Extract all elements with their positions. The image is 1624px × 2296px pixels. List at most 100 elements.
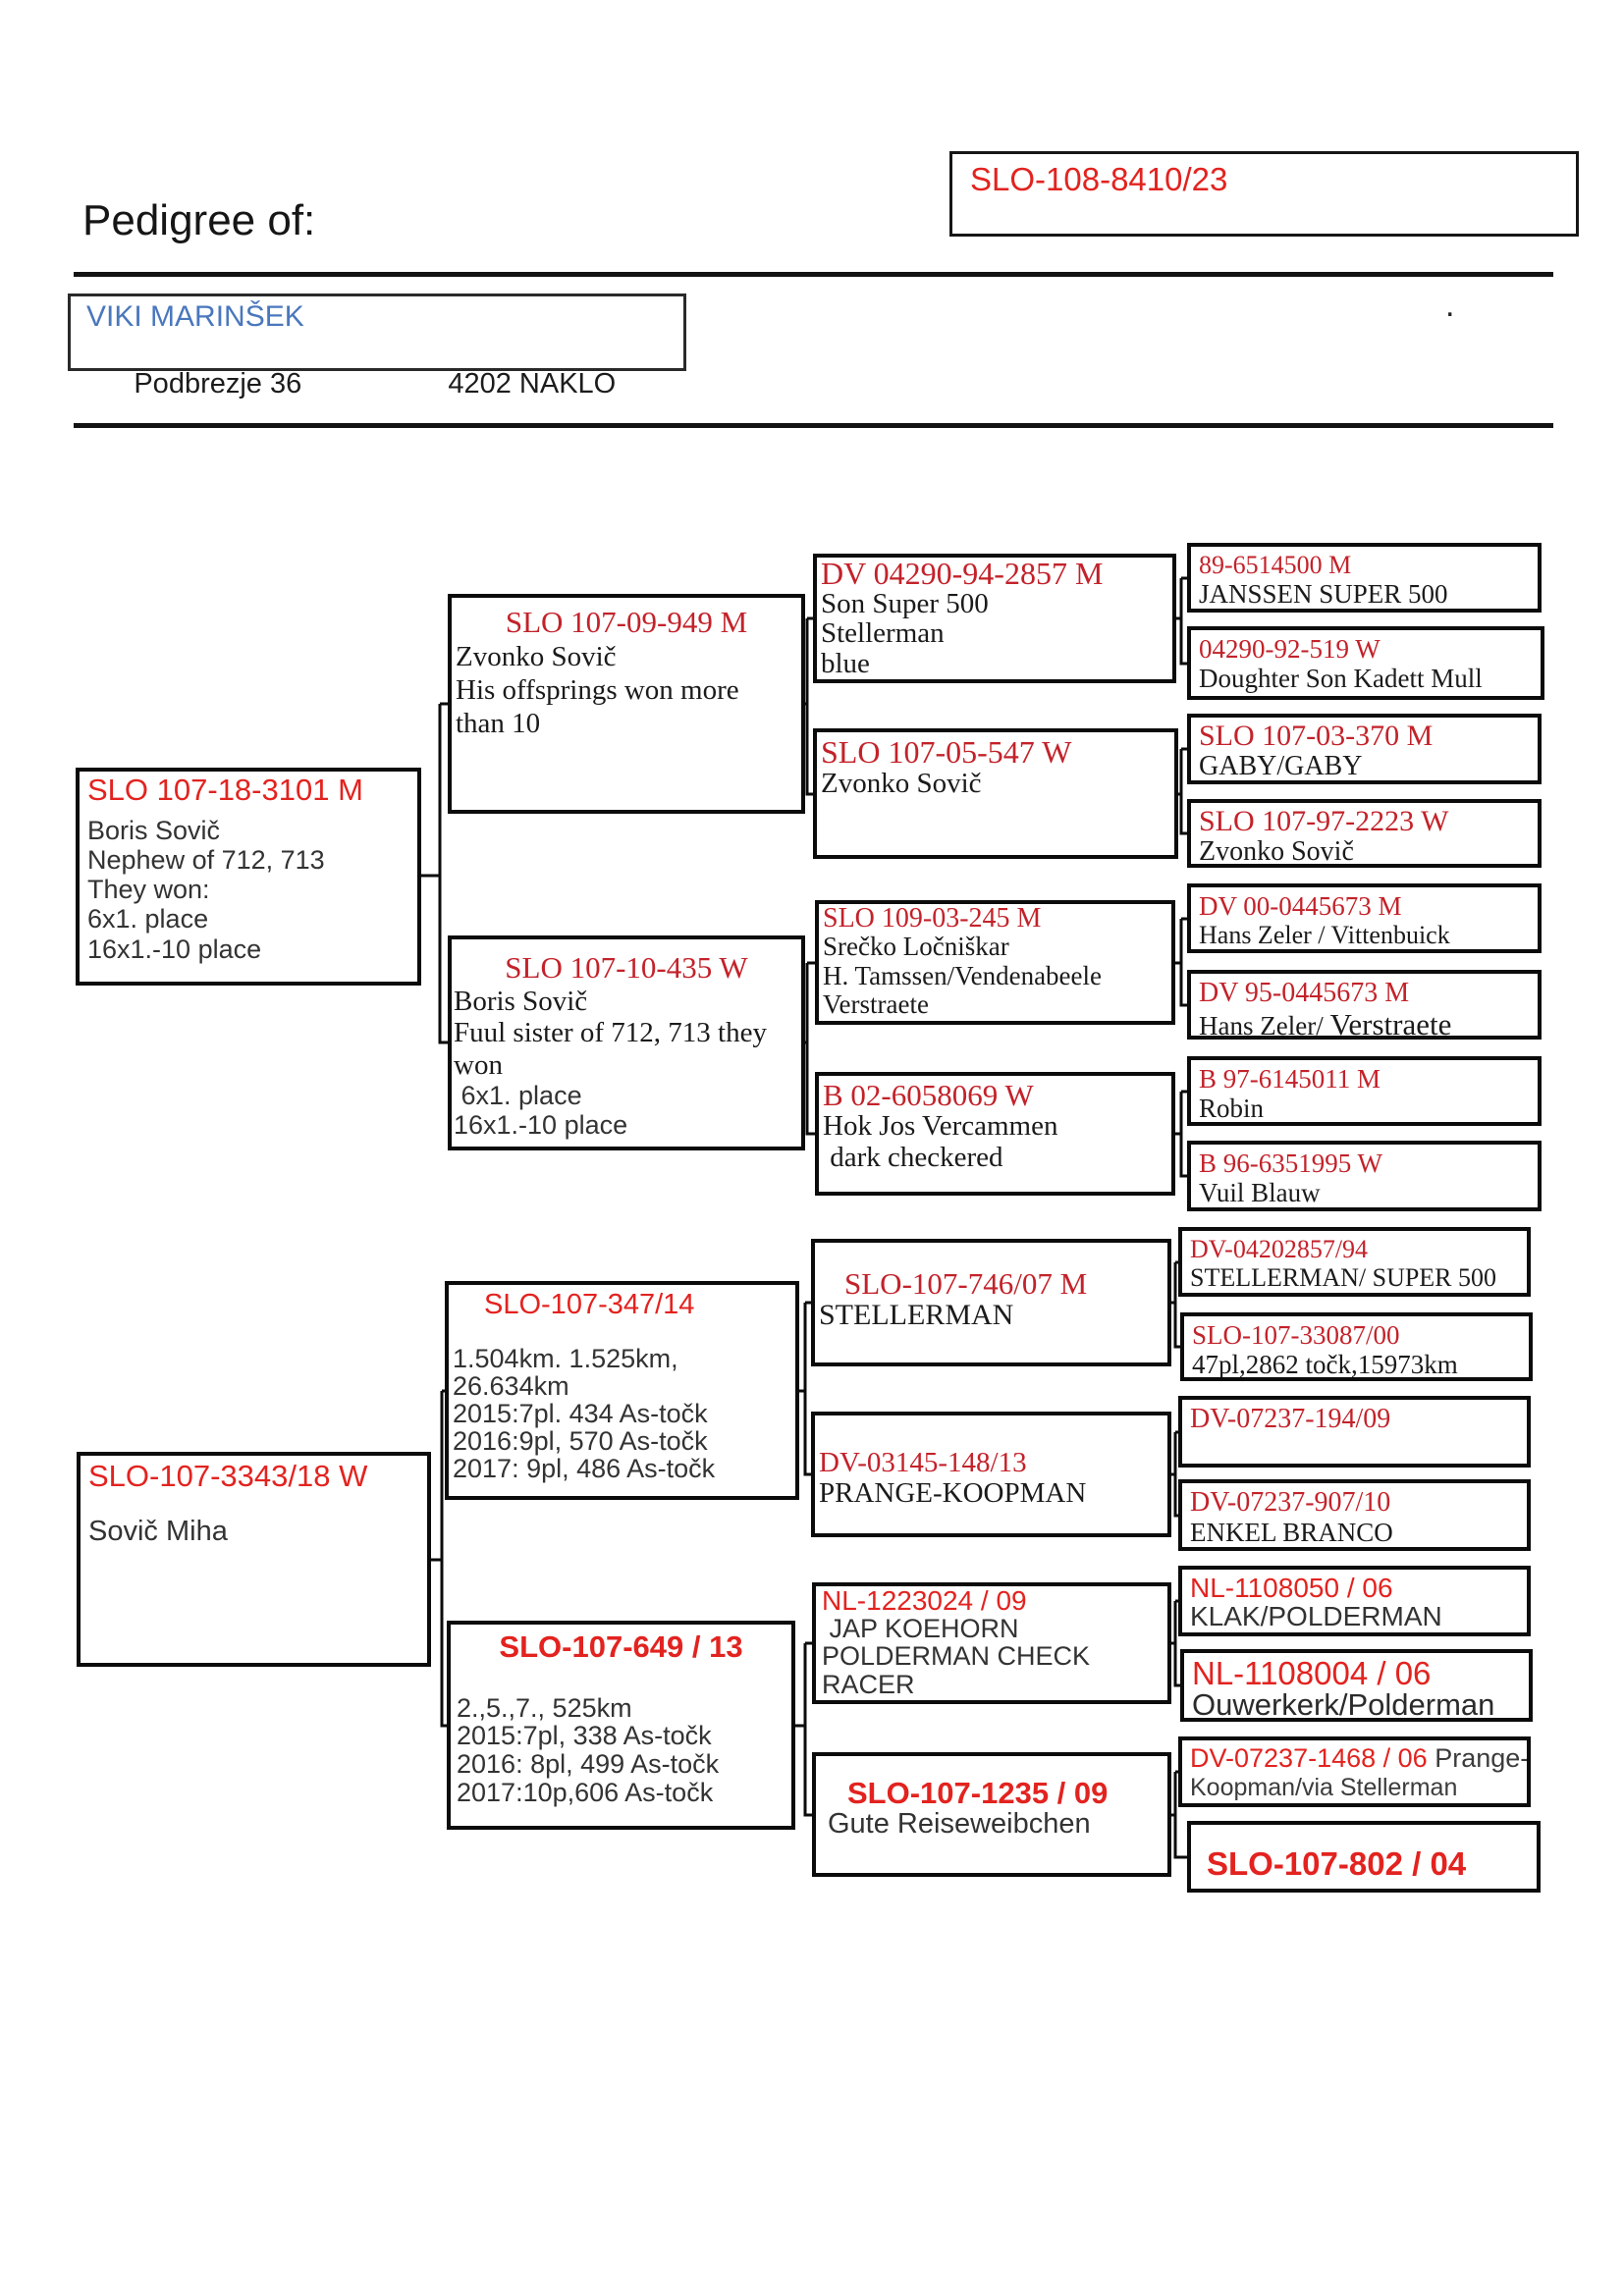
- header-rule-bottom: [74, 423, 1553, 428]
- pedigree-line: 2016: 8pl, 499 As-točk: [457, 1748, 720, 1779]
- box-ds-sire: SLO-107-746/07 M STELLERMAN: [811, 1239, 1171, 1366]
- ring-id: SLO 109-03-245 M: [823, 903, 1042, 934]
- pedigree-line: Koopman/via Stellerman: [1190, 1773, 1458, 1801]
- box-sire-dam: SLO 107-10-435 W Boris Sovič Fuul sister…: [448, 935, 805, 1150]
- pedigree-line: 2017: 9pl, 486 As-točk: [453, 1453, 716, 1483]
- box-gen4-1: 89-6514500 M JANSSEN SUPER 500: [1187, 543, 1542, 613]
- pedigree-line: STELLERMAN/ SUPER 500: [1190, 1263, 1497, 1293]
- pedigree-line: H. Tamssen/Vendenabeele: [823, 960, 1103, 990]
- ring-id: SLO-107-649 / 13: [499, 1629, 743, 1664]
- header-rule-top: [74, 272, 1553, 277]
- box-gen4-5: DV 00-0445673 M Hans Zeler / Vittenbuick: [1187, 883, 1542, 953]
- page-title: Pedigree of:: [82, 196, 316, 244]
- pedigree-line: than 10: [456, 708, 541, 740]
- ring-id: DV 95-0445673 M: [1199, 978, 1410, 1008]
- pedigree-line: Nephew of 712, 713: [87, 844, 325, 875]
- pedigree-line: 2.,5.,7., 525km: [457, 1692, 632, 1723]
- box-gen4-14: NL-1108004 / 06 Ouwerkerk/Polderman: [1180, 1649, 1533, 1722]
- box-gen4-12: DV-07237-907/10 ENKEL BRANCO: [1178, 1479, 1531, 1551]
- pedigree-line: PRANGE-KOOPMAN: [819, 1477, 1087, 1509]
- ring-number-box: SLO-108-8410/23: [949, 151, 1579, 237]
- pedigree-line: His offsprings won more: [456, 673, 739, 706]
- ring-id: DV-03145-148/13: [819, 1447, 1027, 1478]
- pedigree-line: 2015:7pl. 434 As-točk: [453, 1399, 708, 1429]
- ring-id: SLO-107-33087/00: [1192, 1320, 1400, 1350]
- box-dam-dam: SLO-107-649 / 13 2.,5.,7., 525km 2015:7p…: [447, 1621, 795, 1830]
- pedigree-line: Hok Jos Vercammen: [823, 1110, 1058, 1142]
- ring-id: B 02-6058069 W: [823, 1078, 1034, 1112]
- pedigree-line: Stellerman: [821, 617, 945, 650]
- pedigree-line: Son Super 500: [821, 588, 989, 619]
- ring-id: DV-04202857/94: [1190, 1235, 1369, 1263]
- ring-id: NL-1223024 / 09: [822, 1585, 1027, 1616]
- box-gen4-16: SLO-107-802 / 04: [1187, 1821, 1541, 1893]
- pedigree-line: Hans Zeler/: [1199, 1011, 1330, 1040]
- ring-id: SLO-107-746/07 M: [844, 1266, 1088, 1301]
- pedigree-line: Verstraete: [823, 988, 929, 1019]
- pedigree-line: 2015:7pl, 338 As-točk: [457, 1721, 712, 1751]
- pedigree-line: Ouwerkerk/Polderman: [1192, 1687, 1495, 1722]
- pedigree-line: Sovič Miha: [88, 1515, 228, 1547]
- ring-number: SLO-108-8410/23: [970, 161, 1228, 197]
- box-sd-dam: B 02-6058069 W Hok Jos Vercammen dark ch…: [815, 1072, 1175, 1196]
- box-sire-sire: SLO 107-09-949 M Zvonko Sovič His offspr…: [448, 594, 805, 814]
- pedigree-line: 6x1. place: [87, 904, 209, 934]
- box-sire: SLO 107-18-3101 M Boris Sovič Nephew of …: [76, 768, 421, 986]
- pedigree-line: 1.504km. 1.525km,: [453, 1344, 678, 1374]
- box-gen4-10: SLO-107-33087/00 47pl,2862 točk,15973km: [1180, 1312, 1533, 1381]
- owner-name: VIKI MARINŠEK: [86, 300, 304, 333]
- pedigree-line: Prange-: [1427, 1743, 1530, 1773]
- pedigree-line: JANSSEN SUPER 500: [1199, 579, 1448, 610]
- ring-id: DV-07237-1468 / 06: [1190, 1743, 1428, 1773]
- ring-id: SLO 107-05-547 W: [821, 734, 1072, 770]
- ring-id: SLO 107-10-435 W: [505, 950, 748, 985]
- pedigree-line: Boris Sovič: [454, 985, 588, 1017]
- ring-id: SLO 107-97-2223 W: [1199, 805, 1449, 837]
- pedigree-line: won: [454, 1048, 503, 1081]
- box-dd-dam: SLO-107-1235 / 09 Gute Reiseweibchen: [812, 1752, 1171, 1877]
- pedigree-line: JAP KOEHORN: [822, 1614, 1019, 1644]
- box-gen4-15: DV-07237-1468 / 06 Prange- Koopman/via S…: [1178, 1736, 1531, 1807]
- pedigree-line: 26.634km: [453, 1371, 569, 1402]
- box-gen4-9: DV-04202857/94 STELLERMAN/ SUPER 500: [1178, 1227, 1531, 1297]
- ring-id: B 96-6351995 W: [1199, 1148, 1382, 1178]
- pedigree-line: Doughter Son Kadett Mull: [1199, 664, 1483, 694]
- pedigree-line: blue: [821, 647, 870, 679]
- pedigree-line: Zvonko Sovič: [821, 768, 982, 799]
- box-gen4-3: SLO 107-03-370 M GABY/GABY: [1187, 714, 1542, 784]
- pedigree-line: POLDERMAN CHECK: [822, 1641, 1091, 1672]
- pedigree-line: Boris Sovič: [87, 815, 221, 845]
- pedigree-line: Hans Zeler / Vittenbuick: [1199, 921, 1450, 950]
- ring-id: DV-07237-907/10: [1190, 1487, 1391, 1518]
- pedigree-line: Robin: [1199, 1094, 1265, 1124]
- pedigree-line: 16x1.-10 place: [87, 934, 262, 964]
- box-gen4-2: 04290-92-519 W Doughter Son Kadett Mull: [1187, 626, 1544, 700]
- ring-id: SLO-107-3343/18 W: [88, 1459, 368, 1493]
- box-gen4-4: SLO 107-97-2223 W Zvonko Sovič: [1187, 799, 1542, 868]
- pedigree-line: 2016:9pl, 570 As-točk: [453, 1425, 708, 1456]
- pedigree-line: GABY/GABY: [1199, 751, 1363, 781]
- pedigree-line: RACER: [822, 1669, 915, 1699]
- ring-id: SLO 107-03-370 M: [1199, 720, 1434, 752]
- pedigree-line: Zvonko Sovič: [1199, 836, 1354, 867]
- box-dam-sire: SLO-107-347/14 1.504km. 1.525km, 26.634k…: [445, 1281, 799, 1500]
- ring-id: DV 00-0445673 M: [1199, 891, 1402, 921]
- pedigree-line: KLAK/POLDERMAN: [1190, 1601, 1442, 1632]
- box-ds-dam: DV-03145-148/13 PRANGE-KOOPMAN: [811, 1412, 1171, 1537]
- pedigree-line: Vuil Blauw: [1199, 1178, 1321, 1208]
- box-dd-sire: NL-1223024 / 09 JAP KOEHORN POLDERMAN CH…: [812, 1582, 1171, 1704]
- ring-id: 04290-92-519 W: [1199, 634, 1380, 664]
- pedigree-line: Gute Reiseweibchen: [828, 1808, 1091, 1840]
- pedigree-line: Fuul sister of 712, 713 they: [454, 1017, 767, 1049]
- pedigree-line: 6x1. place: [454, 1081, 582, 1111]
- pedigree-line: ENKEL BRANCO: [1190, 1518, 1393, 1548]
- box-gen4-6: DV 95-0445673 M Hans Zeler/ Verstraete: [1187, 970, 1542, 1040]
- box-dam: SLO-107-3343/18 W Sovič Miha: [77, 1452, 431, 1667]
- ring-id: SLO-107-1235 / 09: [847, 1776, 1109, 1810]
- box-gen4-13: NL-1108050 / 06 KLAK/POLDERMAN: [1178, 1566, 1531, 1636]
- pedigree-line: 16x1.-10 place: [454, 1110, 628, 1141]
